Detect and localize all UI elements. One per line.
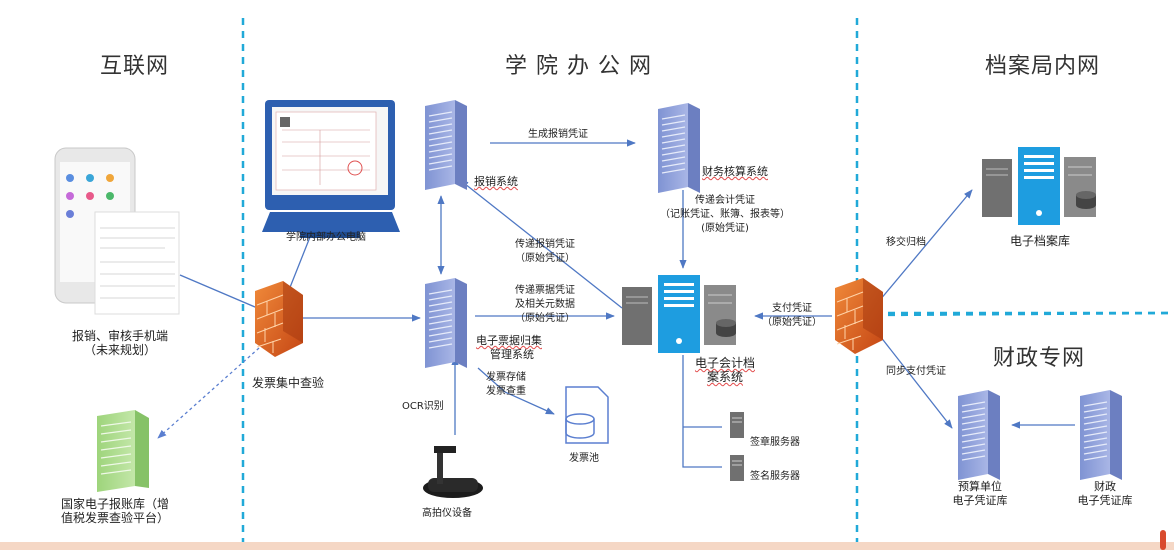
- corner-mark: [1160, 530, 1166, 550]
- e-archive-label: 电子档案库: [1010, 234, 1071, 248]
- edge-label-pass-invoice: 传递票据凭证及相关元数据（原始凭证）: [515, 285, 575, 324]
- edge-label-pass-reimb: 传递报销凭证（原始凭证）: [515, 239, 575, 264]
- office-pc-label: 学院内部办公电脑: [286, 232, 366, 243]
- footer-band: [0, 542, 1174, 550]
- server-icon: [97, 410, 149, 492]
- edge-sync-pay: [879, 335, 953, 429]
- invoice-system-label: 电子票据归集管理系统: [476, 334, 542, 361]
- firewall-icon: [254, 280, 304, 358]
- server-icon: [424, 99, 468, 191]
- firewall-icon: [834, 277, 884, 355]
- small-server-icon: [730, 455, 744, 481]
- accounting-label: 财务核算系统: [702, 165, 768, 178]
- zone-college-network: 学 院 办 公 网: [505, 54, 652, 79]
- server-icon: [1079, 389, 1123, 481]
- archive-system-label: 电子会计档案系统: [694, 356, 755, 384]
- database-icon: [565, 386, 609, 444]
- smartphone-icon: [54, 147, 180, 315]
- server-icon: [957, 389, 1001, 481]
- edge-phone-firewall: [179, 274, 263, 311]
- server-icon: [424, 277, 468, 369]
- edge-label-pass-acct: 传递会计凭证（记账凭证、账簿、报表等）(原始凭证): [660, 195, 790, 234]
- phone-label: 报销、审核手机端（未来规划）: [71, 329, 168, 357]
- sign-server-label: 签名服务器: [750, 471, 800, 482]
- edge-label-sync-pay: 同步支付凭证: [886, 366, 946, 377]
- zone-finance-network: 财政专网: [993, 346, 1086, 371]
- zone-dividers: [241, 18, 1174, 545]
- stamp-server-label: 签章服务器: [750, 437, 800, 448]
- edge-label-transfer-archive: 移交归档: [886, 237, 926, 248]
- national-db-label: 国家电子报账库（增值税发票查验平台）: [60, 497, 169, 525]
- scanner-label: 高拍仪设备: [422, 508, 472, 519]
- zone-archive-intranet: 档案局内网: [985, 54, 1101, 79]
- zone-internet: 互联网: [100, 54, 170, 79]
- small-server-icon: [730, 412, 744, 438]
- firewall-left-label: 发票集中查验: [252, 376, 325, 390]
- edge-invoice-pool: [477, 367, 555, 415]
- edge-transfer-archive: [879, 189, 973, 301]
- invoice-pool-label: 发票池: [569, 453, 599, 464]
- reimbursement-label: 报销系统: [474, 175, 518, 188]
- edge-label-ocr: OCR识别: [402, 401, 444, 412]
- edge-sign-server: [682, 355, 722, 468]
- edge-reimb-archive: [459, 179, 623, 309]
- edge-label-pay-voucher: 支付凭证（原始凭证）: [762, 303, 822, 328]
- monitor-icon: [262, 100, 400, 238]
- edge-label-gen-voucher: 生成报销凭证: [528, 129, 588, 140]
- finance-lib-label: 财政电子凭证库: [1077, 480, 1133, 507]
- divider-finance: [874, 311, 1174, 317]
- edge-firewall-national: [157, 339, 269, 439]
- document-camera-icon: [423, 446, 483, 498]
- server-icon: [657, 102, 701, 194]
- server-group-icon: [981, 146, 1097, 226]
- server-group-icon: [621, 274, 737, 354]
- budget-unit-label: 预算单位电子凭证库: [952, 480, 1008, 507]
- edge-label-invoice-store: 发票存储发票查重: [486, 372, 526, 397]
